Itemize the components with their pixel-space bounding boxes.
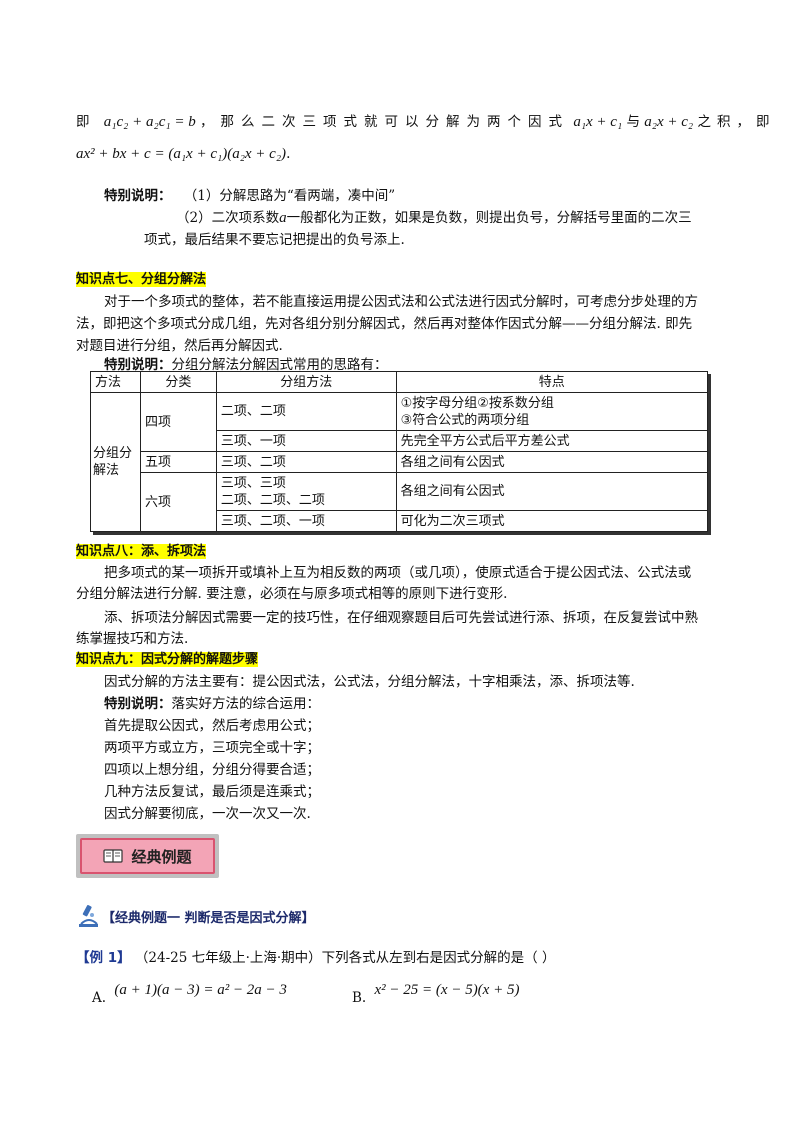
intro-text-2: 之积，即 [697,114,776,130]
kp7-p1: 对于一个多项式的整体，若不能直接运用提公因式法和公式法进行因式分解时，可考虑分步… [104,294,698,310]
kp7-p3: 对题目进行分组，然后再分解因式. [76,338,283,354]
classic-examples-banner: 经典例题 [76,834,219,878]
table-cat-six: 六项 [139,472,217,532]
special-item-2a: （2）二次项系数 [176,210,280,226]
kp7-title-line: 知识点七、分组分解法 [76,268,207,287]
kp7-special-text: 分组分解法分解因式常用的思路有： [171,357,388,373]
table-method-text: 分组分解法 [93,446,133,478]
kp8-p3: 添、拆项法分解因式需要一定的技巧性，在仔细观察题目后可先尝试进行添、拆项，在反复… [104,610,698,626]
example-1-tag: 【例 1】 [76,950,131,966]
table-r4-group-2: 二项、二项、二项 [220,492,325,508]
condition-equation: a₁c₂ + a₂c₁ = b [103,114,196,130]
intro-line-1: 即 a₁c₂ + a₂c₁ = b ，那么二次三项式就可以分解为两个因式 a₁x… [76,110,775,131]
table-row: 六项 三项、三项 二项、二项、二项 各组之间有公因式 [91,472,709,532]
table-r2-group: 三项、一项 [215,430,397,452]
kp7-p2: 法，即把这个多项式分成几组，先对各组分别分解因式，然后再对整体作因式分解——分组… [76,316,693,332]
kp9-special-label: 特别说明： [104,696,172,712]
example-section-title-text: 【经典例题一 判断是否是因式分解】 [102,910,315,926]
option-b[interactable]: B. x² − 25 = (x − 5)(x + 5) [352,982,520,1006]
kp9-special-text: 落实好方法的综合运用： [171,696,321,712]
var-a: a [279,210,287,226]
factor-formula: ax² + bx + c = (a₁x + c₁)(a₂x + c₂) [76,146,287,162]
special-note-2-line: （2）二次项系数a一般都化为正数，如果是负数，则提出负号，分解括号里面的二次三 [176,206,692,227]
table-header-grouping: 分组方法 [215,371,397,393]
table-header-category: 分类 [139,371,217,393]
kp9-p1: 因式分解的方法主要有：提公因式法，公式法，分组分解法，十字相乘法，添、拆项法等. [104,674,635,690]
factor-1: a₁x + c₁ [573,114,623,130]
example-section-title: 【经典例题一 判断是否是因式分解】 [76,904,315,928]
factor-2: a₂x + c₂ [644,114,694,130]
special-item-1: （1）分解思路为“看两端，凑中间” [183,188,396,204]
option-a-formula: (a + 1)(a − 3) = a² − 2a − 3 [114,982,287,998]
kp9-title-line: 知识点九：因式分解的解题步骤 [76,648,259,667]
microscope-icon [79,904,98,927]
table-r1-group: 二项、二项 [215,392,397,431]
example-1-source: （24-25 七年级上·上海·期中）下列各式从左到右是因式分解的是（ ） [134,950,556,966]
table-r1-feature-1: ①按字母分组②按系数分组 [400,395,554,411]
kp9-l4: 几种方法反复试，最后须是连乘式； [104,784,320,800]
table-r5-group: 三项、二项、一项 [215,510,397,532]
option-b-formula: x² − 25 = (x − 5)(x + 5) [374,982,520,998]
table-row: 三项、二项、一项 可化为二次三项式 [91,510,709,532]
table-r3-group: 三项、二项 [215,451,397,473]
option-b-label: B. [352,990,367,1006]
example-1-line: 【例 1】 （24-25 七年级上·上海·期中）下列各式从左到右是因式分解的是（… [76,946,555,966]
kp8-p1: 把多项式的某一项拆开或填补上互为相反数的两项（或几项），使原式适合于提公因式法、… [104,565,692,581]
table-row: 三项、一项 先完全平方公式后平方差公式 [91,430,709,452]
kp8-p4: 练掌握技巧和方法. [76,631,189,647]
kp9-l1: 首先提取公因式，然后考虑用公式； [104,718,320,734]
book-icon [103,849,124,863]
classic-examples-label: 经典例题 [131,847,192,866]
text-ji: 即 [76,114,90,130]
table-row: 分组分解法 四项 二项、二项 ①按字母分组②按系数分组 ③符合公式的两项分组 [90,392,709,532]
intro-line-2: ax² + bx + c = (a₁x + c₁)(a₂x + c₂). [76,146,290,163]
special-item-2c: 项式，最后结果不要忘记把提出的负号添上. [144,232,405,248]
kp9-l2: 两项平方或立方，三项完全或十字； [104,740,320,756]
kp8-title: 知识点八：添、拆项法 [76,544,207,559]
table-r2-feature: 先完全平方公式后平方差公式 [395,430,709,452]
intro-text-1: ，那么二次三项式就可以分解为两个因式 [200,114,570,130]
kp7-title: 知识点七、分组分解法 [76,272,207,287]
kp7-special-line: 特别说明：分组分解法分解因式常用的思路有： [104,353,388,373]
table-row: 五项 三项、二项 各组之间有公因式 [91,451,709,473]
table-r4-group-1: 三项、三项 [220,475,286,491]
table-r1-feature: ①按字母分组②按系数分组 ③符合公式的两项分组 [395,392,709,431]
table-method-cell: 分组分解法 [90,392,141,532]
table-r4-group: 三项、三项 二项、二项、二项 [215,472,397,511]
kp9-title: 知识点九：因式分解的解题步骤 [76,652,259,667]
kp9-l5: 因式分解要彻底，一次一次又一次. [104,806,311,822]
grouping-method-table: 方法 分类 分组方法 特点 分组分解法 四项 二项、二项 ①按字母分组②按系数分… [90,371,709,532]
table-header-method: 方法 [90,371,141,393]
kp8-title-line: 知识点八：添、拆项法 [76,540,207,559]
table-header-feature: 特点 [395,371,709,393]
table-r4-feature: 各组之间有公因式 [395,472,709,511]
table-header-row: 方法 分类 分组方法 特点 [90,371,709,393]
special-item-2b: 一般都化为正数，如果是负数，则提出负号，分解括号里面的二次三 [286,210,692,226]
kp8-p2: 分组分解法进行分解. 要注意，必须在与原多项式相等的原则下进行变形. [76,586,508,602]
table-cat-five: 五项 [139,451,217,473]
table-cat-four: 四项 [139,392,217,452]
kp9-l3: 四项以上想分组，分组分得要合适； [104,762,320,778]
formula-period: . [286,146,291,162]
text-yu: 与 [626,114,640,130]
special-note-1-line: 特别说明： （1）分解思路为“看两端，凑中间” [104,184,395,204]
table-r1-feature-2: ③符合公式的两项分组 [400,412,530,428]
classic-examples-inner: 经典例题 [80,838,215,874]
option-a[interactable]: A. (a + 1)(a − 3) = a² − 2a − 3 [92,982,287,1006]
kp9-special-line: 特别说明：落实好方法的综合运用： [104,692,320,712]
special-label-1: 特别说明： [104,188,172,204]
table-r5-feature: 可化为二次三项式 [395,510,709,532]
kp7-special-label: 特别说明： [104,357,172,373]
special-note-3-line: 项式，最后结果不要忘记把提出的负号添上. [144,228,405,248]
option-a-label: A. [92,990,107,1006]
table-r3-feature: 各组之间有公因式 [395,451,709,473]
